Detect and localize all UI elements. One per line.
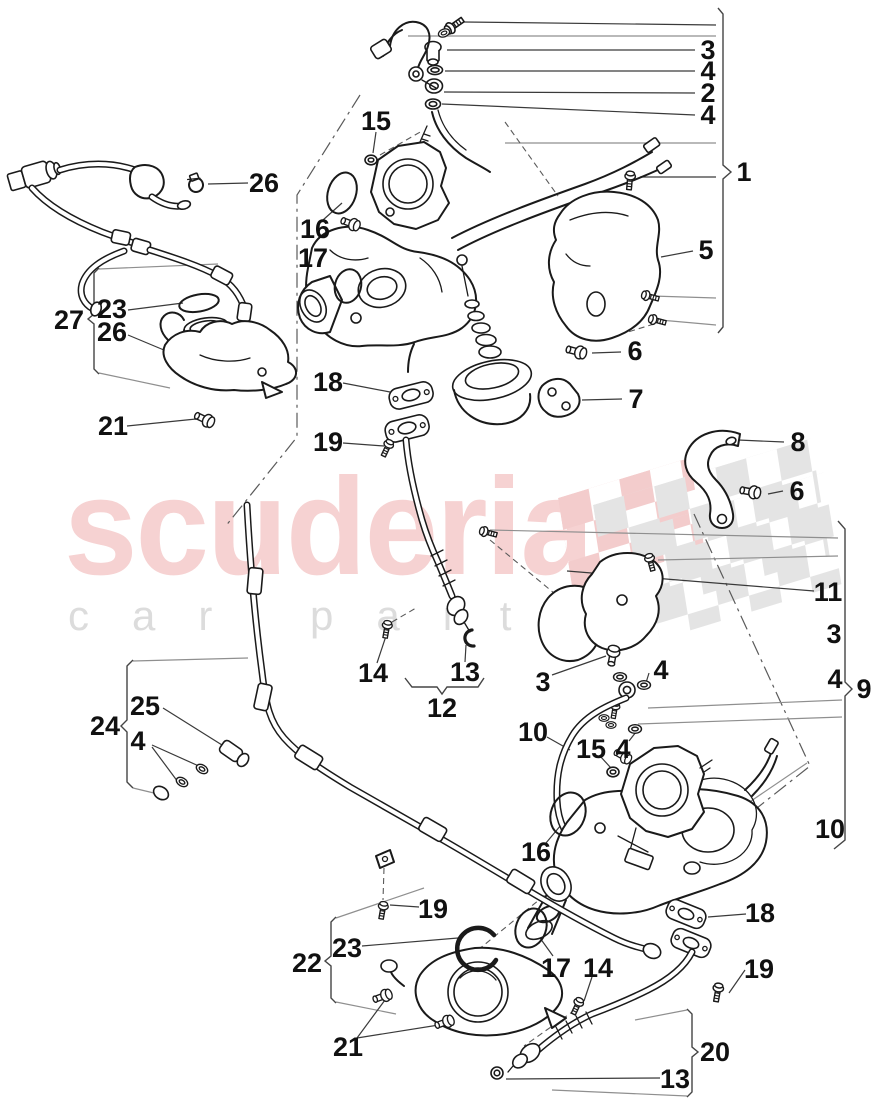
- part-label-7: 7: [628, 384, 643, 414]
- oil-drain-pipe-12: [384, 343, 471, 633]
- part-label-24: 24: [90, 711, 120, 741]
- screw-19-lower: [710, 981, 726, 1004]
- bracket-20: [686, 1008, 700, 1098]
- part-label-27: 27: [54, 305, 84, 335]
- leader-lines: [98, 21, 843, 1097]
- part-label-14: 14: [583, 953, 613, 983]
- part-label-21: 21: [98, 411, 128, 441]
- part-label-15: 15: [361, 106, 391, 136]
- part-label-4: 4: [700, 56, 715, 86]
- snap-ring-23-lower: [455, 925, 499, 973]
- part-label-23: 23: [97, 294, 127, 324]
- oring-17-upper: [333, 268, 363, 304]
- turbocharger-lower: [525, 737, 779, 941]
- cap-nut: [152, 785, 170, 801]
- part-label-19: 19: [744, 954, 774, 984]
- part-label-3: 3: [535, 667, 550, 697]
- elbow-25: [218, 739, 250, 768]
- turbocharger-upper: [297, 109, 673, 426]
- part-label-2: 2: [700, 78, 715, 108]
- part-label-12: 12: [427, 693, 457, 723]
- screw-21-upper: [191, 408, 218, 431]
- seal-4-b: [173, 774, 191, 790]
- bracket-12: [404, 677, 485, 696]
- phantom-lines: [224, 94, 811, 809]
- part-label-20: 20: [700, 1037, 730, 1067]
- part-label-10: 10: [518, 717, 548, 747]
- nut-15-upper: [364, 154, 378, 166]
- bracket-27: [86, 267, 100, 375]
- part-label-1: 1: [736, 157, 751, 187]
- part-label-4: 4: [615, 734, 630, 764]
- part-label-25: 25: [130, 691, 160, 721]
- hose-assembly-27: [6, 160, 297, 399]
- banjo-fitting-group: [598, 643, 652, 778]
- part-label-17: 17: [298, 243, 328, 273]
- screw-6-upper: [563, 341, 589, 362]
- part-label-22: 22: [292, 948, 322, 978]
- part-label-21: 21: [333, 1032, 363, 1062]
- watermark-brand: scuderia: [64, 450, 595, 604]
- watermark-subtitle: car parts: [68, 592, 618, 639]
- bracket-1: [717, 7, 733, 334]
- bracket-9: [833, 520, 853, 850]
- part-label-10: 10: [815, 814, 845, 844]
- fastener-stack-top: [424, 13, 467, 110]
- part-label-19: 19: [313, 427, 343, 457]
- part-label-23: 23: [332, 933, 362, 963]
- part-label-14: 14: [358, 658, 388, 688]
- part-label-17: 17: [541, 953, 571, 983]
- part-label-4: 4: [827, 664, 842, 694]
- part-label-13: 13: [450, 657, 480, 687]
- ring-23-upper: [178, 292, 220, 314]
- part-label-18: 18: [313, 367, 343, 397]
- oil-feed-pipe-top: [369, 20, 437, 89]
- part-label-13: 13: [660, 1064, 690, 1094]
- part-label-4: 4: [700, 100, 715, 130]
- part-label-3: 3: [826, 619, 841, 649]
- part-label-8: 8: [790, 427, 805, 457]
- bracket-24: [120, 659, 134, 789]
- oil-return-pipe-20: [490, 948, 696, 1080]
- coolant-pipe-24: [152, 501, 662, 960]
- clamp-26-top: [186, 172, 204, 193]
- part-label-16: 16: [300, 214, 330, 244]
- part-label-6: 6: [627, 336, 642, 366]
- part-label-19: 19: [418, 894, 448, 924]
- part-label-11: 11: [814, 577, 843, 607]
- oring-17-lower: [514, 907, 548, 949]
- support-arm-8: [684, 429, 741, 529]
- drain-housing-22: [370, 946, 567, 1037]
- part-label-9: 9: [856, 674, 871, 704]
- part-label-15: 15: [576, 734, 606, 764]
- oring-16-lower: [549, 791, 587, 837]
- oring-16-upper: [326, 171, 358, 215]
- bracket-7-part: [537, 378, 581, 418]
- screw-14-lower: [568, 995, 586, 1017]
- part-label-5: 5: [698, 235, 713, 265]
- gaskets-18-lower: [665, 898, 712, 959]
- part-label-3: 3: [700, 35, 715, 65]
- part-label-4: 4: [653, 655, 668, 685]
- group-brackets: [86, 7, 853, 1098]
- part-label-26: 26: [97, 317, 127, 347]
- bracket-22: [323, 916, 337, 1004]
- heat-shield-11: [477, 524, 664, 662]
- part-label-16: 16: [521, 837, 551, 867]
- heat-shield-5: [548, 170, 668, 342]
- clip-13-upper: [463, 628, 476, 648]
- part-label-4: 4: [130, 726, 145, 756]
- part-label-6: 6: [789, 476, 804, 506]
- seal-4-a: [193, 761, 211, 777]
- part-label-26: 26: [249, 168, 279, 198]
- part-label-18: 18: [745, 898, 775, 928]
